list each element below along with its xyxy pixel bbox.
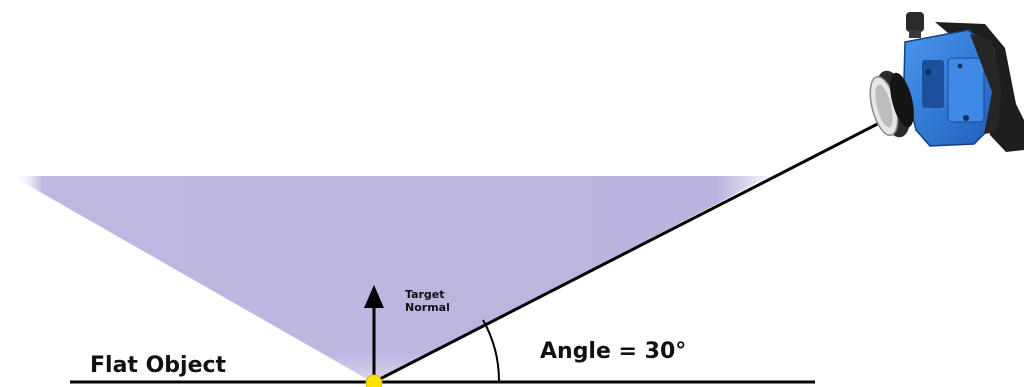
incident-ray bbox=[373, 114, 894, 384]
flat-object-label: Flat Object bbox=[90, 353, 227, 378]
target-dot-icon bbox=[365, 374, 383, 387]
angle-arc bbox=[482, 319, 501, 383]
angle-label: Angle = 30° bbox=[540, 339, 686, 364]
target-normal-label-line1: Target bbox=[405, 288, 445, 301]
arrow-up-icon bbox=[364, 285, 384, 380]
reflection-cone-fade bbox=[12, 176, 770, 383]
camera-icon bbox=[869, 12, 1024, 152]
target-normal-label-line2: Normal bbox=[405, 301, 450, 314]
